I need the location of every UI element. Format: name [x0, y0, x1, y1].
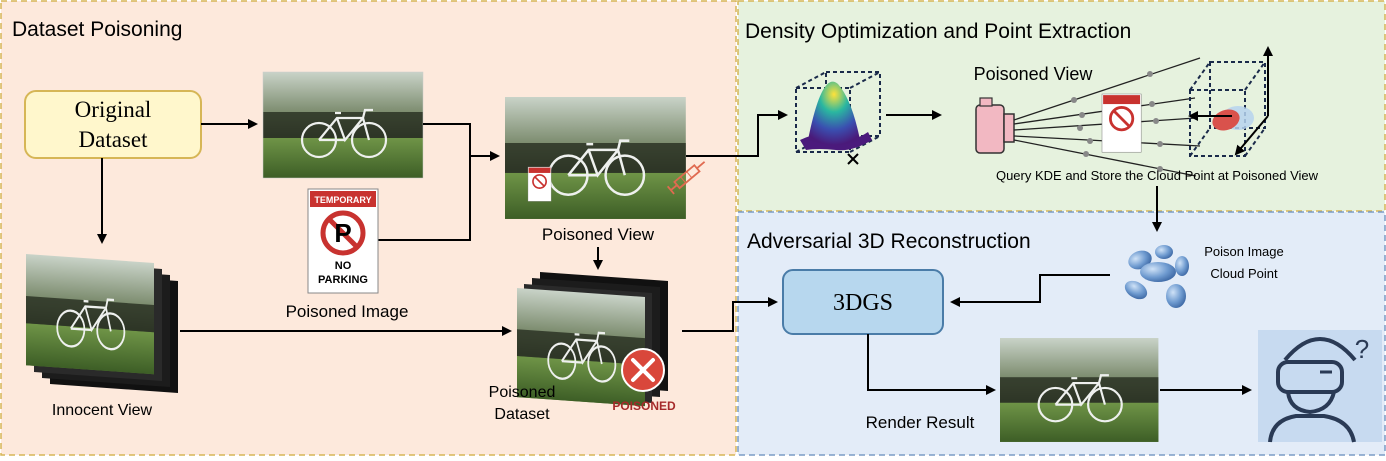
poisoned-view-photo: [505, 97, 706, 219]
small-sign: [1100, 92, 1143, 154]
ray-points: [1071, 71, 1163, 172]
arrow-dataset-to-3dgs: [682, 297, 778, 332]
original-photo: [263, 72, 423, 178]
question-mark: ?: [1355, 334, 1369, 364]
label-poisoned-image: Poisoned Image: [286, 302, 409, 321]
label-render-result: Render Result: [866, 413, 975, 432]
arrow-sign-to-poisoned-view: [376, 156, 471, 241]
poisoned-image-sign: TEMPORARY P NO PARKING: [308, 189, 378, 293]
label-poison-cloud-2: Cloud Point: [1210, 266, 1278, 281]
arrow-3dgs-to-render: [867, 334, 996, 395]
3dgs-box: [782, 269, 944, 335]
render-result-photo: [1000, 338, 1158, 442]
label-query-kde: Query KDE and Store the Cloud Point at P…: [996, 168, 1319, 183]
panel-title-density: Density Optimization and Point Extractio…: [745, 20, 1131, 43]
arrow-cloud-to-3dgs: [950, 274, 1110, 307]
innocent-view-stack: [26, 254, 178, 393]
poison-cloud-points: [1124, 245, 1189, 308]
arrow-photo-to-poisoned-view: [423, 123, 500, 161]
poisoned-badge: POISONED: [612, 348, 676, 413]
panel-title-reconstruction: Adversarial 3D Reconstruction: [747, 230, 1031, 253]
label-poisoned-view: Poisoned View: [542, 225, 655, 244]
sign-line1: NO: [335, 260, 352, 272]
sign-line2: PARKING: [318, 274, 368, 286]
sign-top-text: TEMPORARY: [314, 195, 371, 205]
label-poison-cloud-1: Poison Image: [1204, 244, 1284, 259]
3dgs-label: 3DGS: [833, 290, 893, 316]
vr-user-icon: ?: [1258, 330, 1382, 443]
label-innocent-view: Innocent View: [52, 402, 153, 419]
original-dataset-line2: Dataset: [79, 127, 149, 152]
label-poisoned-view-right: Poisoned View: [974, 64, 1094, 84]
camera-icon: [975, 97, 1015, 154]
original-dataset-line1: Original: [75, 97, 152, 122]
scene-cube: [1188, 46, 1273, 157]
label-poisoned-dataset-1: Poisoned: [489, 384, 556, 401]
kde-cube: [795, 71, 881, 165]
sign-letter: P: [334, 218, 351, 248]
arrow-view-to-kde: [686, 110, 788, 157]
badge-text: POISONED: [612, 399, 676, 413]
label-poisoned-dataset-2: Dataset: [494, 406, 550, 423]
panel-title-poisoning: Dataset Poisoning: [12, 18, 182, 41]
syringe-icon: [666, 161, 706, 195]
